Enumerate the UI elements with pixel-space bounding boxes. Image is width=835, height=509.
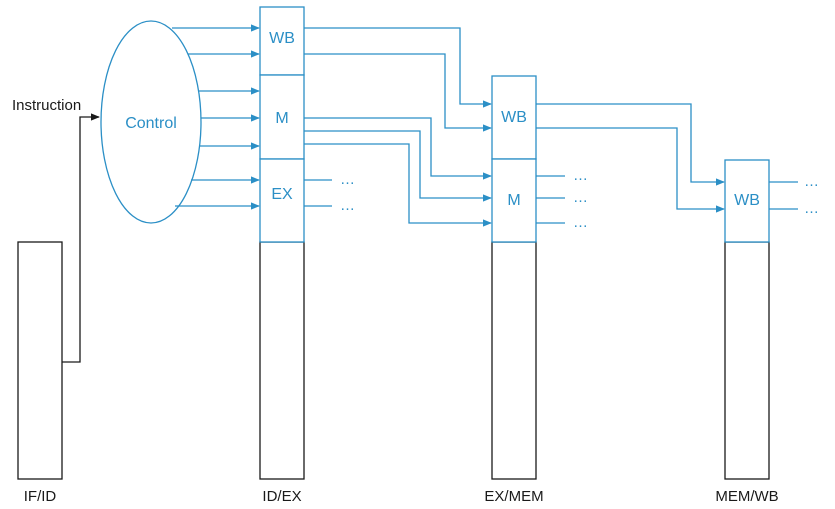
id-ex-wb-field (259, 6, 305, 76)
ex-mem-label: EX/MEM (484, 488, 543, 505)
id-ex-wb-label: WB (269, 30, 295, 47)
control-label: Control (125, 115, 177, 132)
ex-mem-wb-label: WB (501, 109, 527, 126)
ex-mem-wb-to-mem-wb-wb-2 (536, 127, 725, 213)
if-id-register (17, 241, 63, 480)
id-ex-wb-to-ex-mem-wb-1 (304, 27, 492, 108)
id-ex-m-to-ex-mem-m-1 (304, 117, 492, 180)
ex-mem-wb-field (491, 75, 537, 160)
if-id-label: IF/ID (24, 488, 57, 505)
mem-wb-label: MEM/WB (715, 488, 778, 505)
id-ex-ex-continuation-2: … (340, 197, 355, 214)
instruction-label: Instruction (12, 97, 81, 114)
mem-wb-wb-continuation-2: … (804, 200, 819, 217)
id-ex-ex-field (259, 158, 305, 243)
id-ex-ex-continuation-1: … (340, 171, 355, 188)
instruction-wire (62, 113, 100, 363)
id-ex-register (259, 241, 305, 480)
control-unit (100, 20, 202, 224)
id-ex-m-field (259, 74, 305, 160)
ex-mem-m-continuation-2: … (573, 189, 588, 206)
mem-wb-wb-label: WB (734, 192, 760, 209)
id-ex-m-label: M (275, 110, 288, 127)
id-ex-ex-label: EX (271, 186, 293, 203)
mem-wb-wb-continuation-1: … (804, 173, 819, 190)
mem-wb-register (724, 241, 770, 480)
ex-mem-m-field (491, 158, 537, 243)
ex-mem-m-continuation-1: … (573, 167, 588, 184)
ex-mem-m-label: M (507, 192, 520, 209)
ex-mem-m-continuation-3: … (573, 214, 588, 231)
id-ex-label: ID/EX (262, 488, 301, 505)
id-ex-m-to-ex-mem-m-2 (304, 130, 492, 202)
id-ex-m-to-ex-mem-m-3 (304, 143, 492, 227)
mem-wb-wb-field (724, 159, 770, 243)
id-ex-wb-to-ex-mem-wb-2 (304, 53, 492, 132)
ex-mem-wb-to-mem-wb-wb-1 (536, 103, 725, 186)
ex-mem-register (491, 241, 537, 480)
